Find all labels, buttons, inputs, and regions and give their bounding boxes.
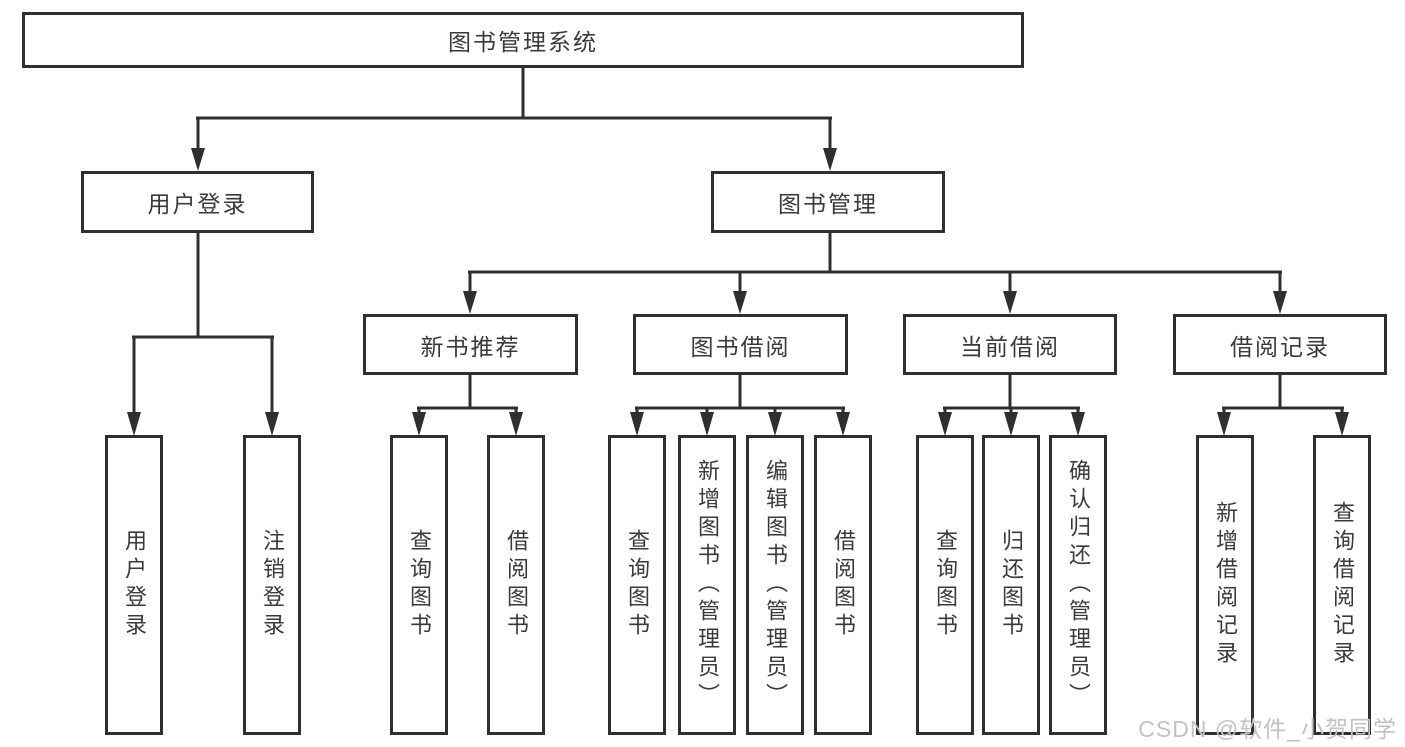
leaf-rec-query-books: 查询图书	[390, 435, 448, 735]
leaf-user-login: 用户登录	[105, 435, 163, 735]
node-book-management: 图书管理	[711, 171, 945, 233]
csdn-watermark: CSDN @软件_小贺同学	[1138, 716, 1397, 742]
leaf-logout: 注销登录	[243, 435, 301, 735]
leaf-cb-return-books: 归还图书	[982, 435, 1040, 735]
node-user-login: 用户登录	[81, 171, 314, 233]
leaf-br-query-record: 查询借阅记录	[1313, 435, 1371, 735]
node-current-borrowing: 当前借阅	[903, 314, 1117, 375]
leaf-bb-add-books-admin: 新增图书（管理员）	[678, 435, 736, 735]
leaf-rec-borrow-books: 借阅图书	[487, 435, 545, 735]
leaf-cb-query-books: 查询图书	[916, 435, 974, 735]
node-library-management-system: 图书管理系统	[22, 12, 1024, 68]
node-borrowing-records: 借阅记录	[1173, 314, 1387, 375]
leaf-cb-confirm-return-admin: 确认归还（管理员）	[1049, 435, 1107, 735]
leaf-bb-query-books: 查询图书	[608, 435, 666, 735]
node-new-book-recommendation: 新书推荐	[363, 314, 578, 375]
leaf-bb-borrow-books: 借阅图书	[814, 435, 872, 735]
node-book-borrowing: 图书借阅	[633, 314, 848, 375]
leaf-br-add-record: 新增借阅记录	[1196, 435, 1254, 735]
leaf-bb-edit-books-admin: 编辑图书（管理员）	[746, 435, 804, 735]
